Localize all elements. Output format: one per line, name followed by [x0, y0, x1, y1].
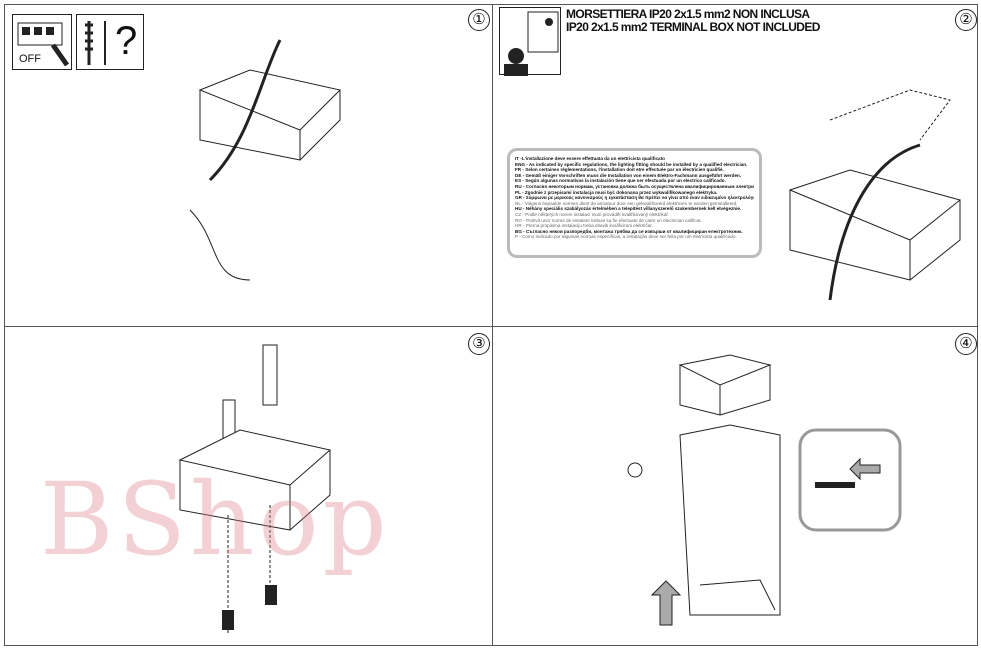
tools-icon: ?: [76, 14, 144, 70]
notice-line: RO - Potrivit unor norme de instalare tr…: [515, 217, 702, 223]
notice-line: BG - Съгласно някои разпоредби, монтажа …: [515, 228, 743, 234]
qualified-electrician-notice: IT -L'installazione deve essere effettua…: [507, 148, 762, 258]
notice-line: P - Como indicado por algumas normas esp…: [515, 234, 737, 240]
off-label: OFF: [19, 53, 41, 65]
notice-line: GR - Σύμφωνα με μερικούς κανονισμούς η ε…: [515, 195, 754, 201]
notice-line: HR - Prema propisima instalaciju treba o…: [515, 223, 653, 229]
qualified-electrician-icon: [499, 7, 561, 76]
question-mark: ?: [115, 19, 138, 63]
title-english: IP20 2x1.5 mm2 TERMINAL BOX NOT INCLUDED: [566, 20, 820, 34]
fixture-mount-drawing: [627, 354, 902, 626]
divider-vertical: [492, 4, 493, 646]
notice-line: ES - Según algunas normativas la instala…: [515, 178, 726, 184]
watermark: BShop: [40, 461, 391, 578]
notice-line: CZ - Podle některých norem instalaci mus…: [515, 211, 670, 217]
instruction-sheet: [4, 4, 978, 646]
terminal-box-drawing: [788, 89, 962, 301]
notice-line: FR - Selon certaines réglementations, l'…: [515, 167, 724, 173]
notice-line: DE - Gemäß einiger Vorschriften muss die…: [515, 172, 742, 178]
power-off-icon: OFF: [12, 14, 72, 70]
notice-line: IT -L'installazione deve essere effettua…: [515, 156, 665, 161]
notice-line: NL - Volgens bepaalde normen dient de ar…: [515, 200, 738, 206]
step-number-4: ④: [955, 333, 977, 355]
divider-horizontal: [4, 326, 978, 327]
ceiling-mount-drawing: [178, 344, 332, 635]
notice-line: PL - Zgodnie z przepisami instalacja mus…: [515, 189, 718, 195]
step-number-3: ③: [468, 333, 490, 355]
terminal-box-drawing: [189, 39, 341, 281]
step-number-2: ②: [955, 9, 977, 31]
step-number-1: ①: [468, 9, 490, 31]
notice-line: ENG - As indicated by specific regulatio…: [515, 161, 748, 167]
notice-line: RU - Согласно некоторым нормам, установк…: [515, 183, 754, 189]
title-italian: MORSETTIERA IP20 2x1.5 mm2 NON INCLUSA: [566, 7, 810, 21]
notice-line: HU - Néhány speciális szabályozás értelm…: [515, 206, 742, 212]
panel-2-title: MORSETTIERA IP20 2x1.5 mm2 NON INCLUSA I…: [566, 8, 820, 34]
